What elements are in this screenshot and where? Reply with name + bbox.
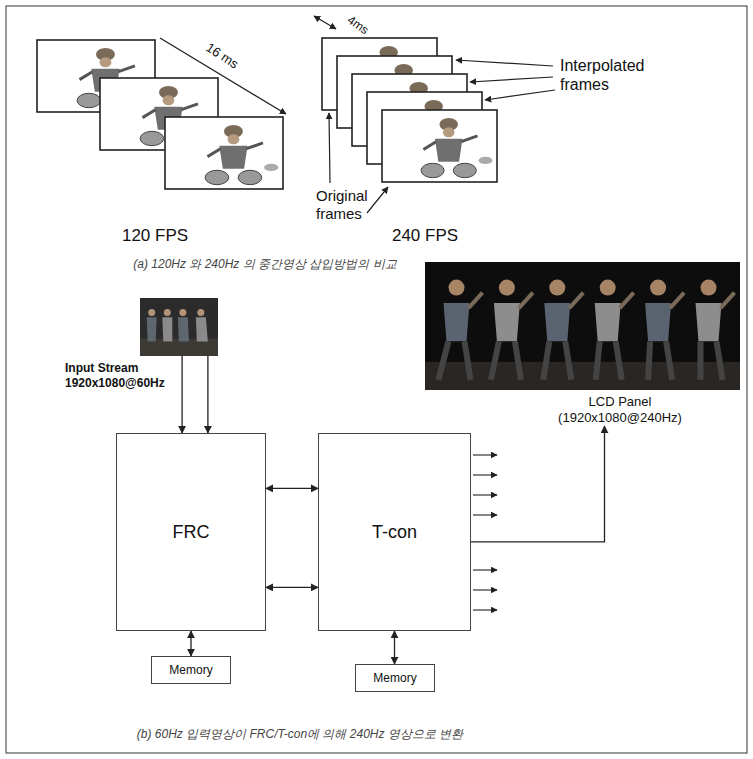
process-box: FRC	[116, 433, 266, 631]
lcd-screen-image	[425, 262, 740, 390]
video-frame	[165, 117, 283, 189]
interval-label: 4ms	[345, 13, 372, 37]
connector-arrow	[181, 356, 182, 433]
figure-caption: (b) 60Hz 입력영상이 FRC/T-con에 의해 240Hz 영상으로 …	[137, 727, 463, 741]
box-label: T-con	[372, 522, 417, 543]
video-frame	[382, 110, 497, 182]
figure-border	[6, 6, 747, 753]
callout-label: Original frames	[316, 187, 391, 223]
leader-arrow	[456, 60, 553, 66]
panel-label: LCD Panel (1920x1080@240Hz)	[545, 390, 695, 426]
callout-label: Interpolated frames	[560, 56, 670, 94]
memory-box: Memory	[151, 656, 231, 684]
connector-arrow	[471, 426, 605, 542]
figure-caption: (a) 120Hz 와 240Hz 의 중간영상 삽입방법의 비교	[133, 257, 396, 271]
process-box: T-con	[318, 433, 471, 631]
connector-arrow	[266, 587, 318, 588]
input-video-image	[140, 298, 218, 356]
box-label: Memory	[169, 663, 212, 677]
stream-label: Input Stream 1920x1080@60Hz	[65, 361, 173, 391]
leader-arrow	[367, 187, 388, 213]
connector-arrow	[394, 631, 395, 664]
input-image: Input Stream 1920x1080@60Hz	[140, 298, 218, 356]
rate-label: 120 FPS	[122, 226, 188, 246]
box-label: Memory	[373, 671, 416, 685]
connector-arrow	[266, 488, 318, 489]
frame-stacks	[37, 38, 497, 189]
leader-arrow	[470, 77, 553, 82]
box-label: FRC	[173, 522, 210, 543]
interval-label: 16 ms	[203, 40, 241, 73]
memory-box: Memory	[355, 664, 435, 692]
connector-arrow	[190, 631, 191, 656]
rate-label: 240 FPS	[392, 226, 458, 246]
connector-arrow	[207, 356, 208, 433]
leader-arrow	[329, 113, 330, 183]
interval-arrow	[160, 38, 286, 114]
interval-arrow	[314, 16, 336, 29]
output-arrows	[473, 455, 497, 610]
leader-arrow	[485, 90, 555, 100]
lcd-panel: LCD Panel (1920x1080@240Hz)	[425, 262, 740, 426]
